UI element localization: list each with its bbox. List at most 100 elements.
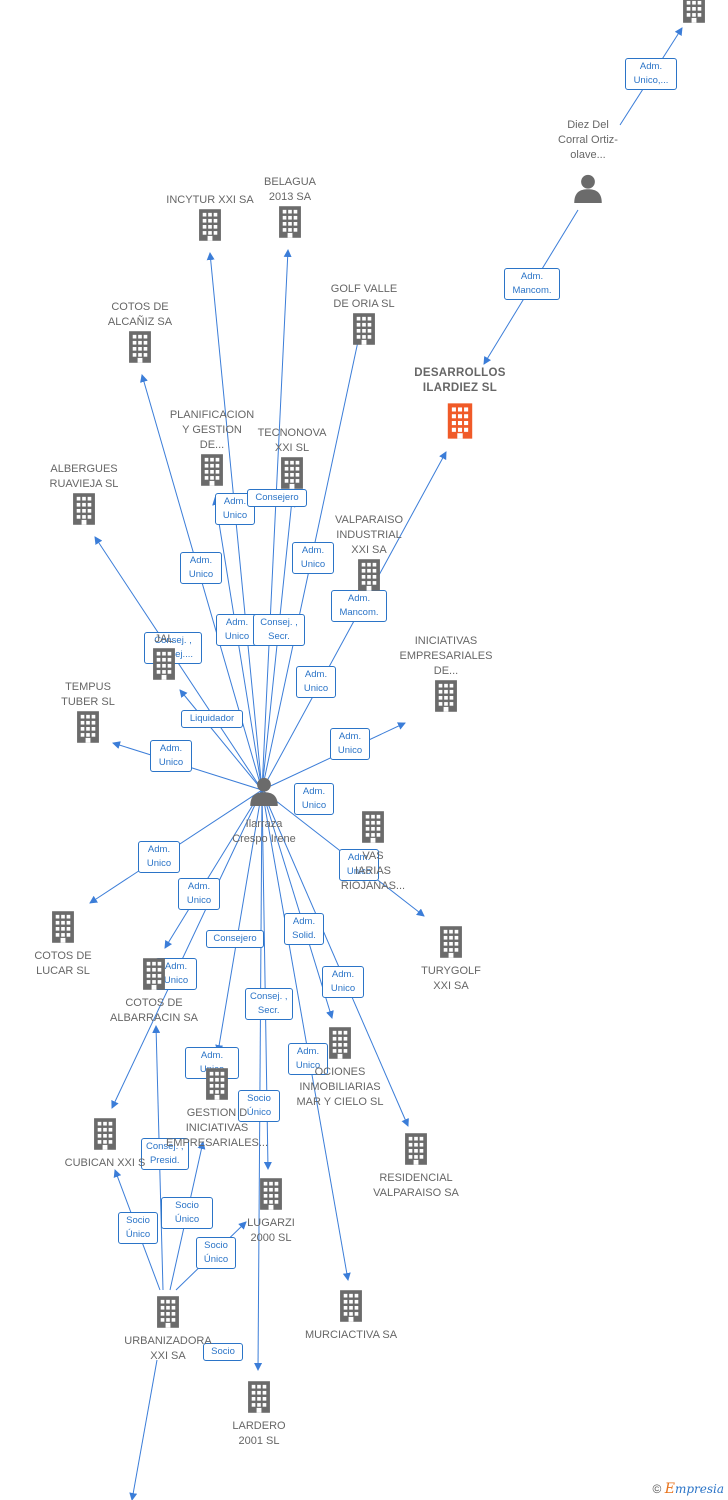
relationship-link xyxy=(179,689,263,791)
company-name: URBANIZADORA XXI SA xyxy=(124,1335,212,1362)
building-icon xyxy=(84,957,224,996)
company-node-valparaiso[interactable]: VALPARAISO INDUSTRIAL XXI SA xyxy=(299,513,439,597)
company-node-top[interactable] xyxy=(624,0,728,29)
building-icon xyxy=(98,1295,238,1334)
role-label[interactable]: Adm. Unico xyxy=(330,728,370,760)
building-icon xyxy=(376,679,516,718)
company-node-cotosalcaniz[interactable]: COTOS DE ALCAÑIZ SA xyxy=(70,300,210,369)
building-icon xyxy=(294,312,434,351)
empresia-logo[interactable]: © Empresia xyxy=(653,1481,724,1497)
company-name: PLANIFICACION Y GESTION DE... xyxy=(169,409,255,451)
company-node-iniciativas[interactable]: INICIATIVAS EMPRESARIALES DE... xyxy=(376,634,516,718)
company-name: VAS IARIAS RIOJANAS... xyxy=(340,850,406,892)
focus-company-node[interactable]: DESARROLLOS ILARDIEZ SL xyxy=(390,366,530,445)
company-node-incytur[interactable]: INCYTUR XXI SA xyxy=(140,193,280,247)
building-icon xyxy=(270,1026,410,1065)
company-node-turygolf[interactable]: TURYGOLF XXI SA xyxy=(381,925,521,994)
company-node-tecnonova[interactable]: TECNONOVA XXI SL xyxy=(222,426,362,495)
company-node-planificacion[interactable]: PLANIFICACION Y GESTION DE... xyxy=(142,408,282,492)
company-name: GOLF VALLE DE ORIA SL xyxy=(330,283,398,310)
building-icon xyxy=(140,208,280,247)
company-node-riojanas[interactable]: VAS IARIAS RIOJANAS... xyxy=(303,810,443,894)
company-name: RESIDENCIAL VALPARAISO SA xyxy=(373,1172,459,1199)
person-icon xyxy=(518,173,658,208)
building-icon xyxy=(220,205,360,244)
building-icon xyxy=(222,456,362,495)
relationship-link xyxy=(261,789,334,1019)
role-label[interactable]: Consej. , Presid. xyxy=(141,1138,189,1170)
role-label[interactable]: Socio Único xyxy=(118,1212,158,1244)
role-label[interactable]: Socio Único xyxy=(161,1197,213,1229)
role-label[interactable]: Adm. Unico xyxy=(292,542,334,574)
role-label[interactable]: Liquidador xyxy=(181,710,243,728)
company-name: JAL xyxy=(154,633,174,645)
role-label[interactable]: Adm. Unico xyxy=(150,740,192,772)
role-label[interactable]: Adm. Unico xyxy=(288,1043,328,1075)
company-name: COTOS DE ALCAÑIZ SA xyxy=(107,301,173,328)
relationship-link xyxy=(261,789,409,1127)
role-label[interactable]: Adm. Unico xyxy=(294,783,334,815)
role-label[interactable]: Socio Único xyxy=(196,1237,236,1269)
role-label[interactable]: Socio xyxy=(203,1343,243,1361)
company-name: CUBICAN XXI S xyxy=(64,1157,146,1169)
role-label[interactable]: Consejero xyxy=(247,489,307,507)
role-label[interactable]: Consejero xyxy=(206,930,264,948)
company-name: TEMPUS TUBER SL xyxy=(61,681,115,708)
company-node-albergues[interactable]: ALBERGUES RUAVIEJA SL xyxy=(14,462,154,531)
role-label[interactable]: Adm. Unico xyxy=(296,666,336,698)
copyright-symbol: © xyxy=(652,1482,662,1496)
role-label[interactable]: Adm. Unico xyxy=(339,849,379,881)
company-name: MURCIACTIVA SA xyxy=(304,1329,398,1341)
company-name: INCYTUR XXI SA xyxy=(166,194,254,206)
building-icon xyxy=(70,330,210,369)
center-person-node[interactable]: Ilarraza Crespo Irene xyxy=(194,776,334,847)
role-label[interactable]: Adm. Mancom. xyxy=(331,590,387,622)
company-name: LUGARZI 2000 SL xyxy=(247,1217,295,1244)
company-node-gestion[interactable]: GESTION D INICIATIVAS EMPRESARIALES... xyxy=(147,1067,287,1151)
building-icon xyxy=(18,710,158,749)
person-icon xyxy=(194,776,334,811)
company-node-urbanizadora[interactable]: URBANIZADORA XXI SA xyxy=(98,1295,238,1364)
company-node-tempus[interactable]: TEMPUS TUBER SL xyxy=(18,680,158,749)
company-node-promociones[interactable]: OCIONES INMOBILIARIAS MAR Y CIELO SL xyxy=(270,1026,410,1110)
company-name: VALPARAISO INDUSTRIAL XXI SA xyxy=(334,514,404,556)
company-node-lugarzi[interactable]: LUGARZI 2000 SL xyxy=(201,1177,341,1246)
company-node-cotosalbarracin[interactable]: COTOS DE ALBARRACIN SA xyxy=(84,957,224,1026)
company-node-cubican[interactable]: CUBICAN XXI S xyxy=(35,1117,175,1171)
relationship-link xyxy=(261,789,351,1281)
relationship-link xyxy=(254,789,263,1371)
company-node-cotoslucar[interactable]: COTOS DE LUCAR SL xyxy=(0,910,133,979)
company-node-residencial[interactable]: RESIDENCIAL VALPARAISO SA xyxy=(346,1132,486,1201)
role-label[interactable]: Socio Único xyxy=(238,1090,280,1122)
company-node-murciactiva[interactable]: MURCIACTIVA SA xyxy=(281,1289,421,1343)
role-label[interactable]: Adm. Mancom. xyxy=(504,268,560,300)
relationship-link xyxy=(111,789,263,1109)
role-label[interactable]: Consej. , Secr. xyxy=(245,988,293,1020)
role-label[interactable]: Consej. , Secr. xyxy=(253,614,305,646)
role-label[interactable]: Adm. Unico xyxy=(178,878,220,910)
company-node-jal[interactable]: JAL xyxy=(94,632,234,686)
company-name: COTOS DE LUCAR SL xyxy=(34,950,92,977)
role-label[interactable]: Adm. Solid. xyxy=(284,913,324,945)
focus-company-name: DESARROLLOS ILARDIEZ SL xyxy=(414,367,506,394)
role-label[interactable]: Adm. Unico,... xyxy=(625,58,677,90)
building-icon xyxy=(281,1289,421,1328)
building-icon xyxy=(94,647,234,686)
company-node-belagua[interactable]: BELAGUA 2013 SA xyxy=(220,175,360,244)
building-icon xyxy=(35,1117,175,1156)
building-icon xyxy=(303,810,443,849)
company-node-lardero[interactable]: LARDERO 2001 SL xyxy=(189,1380,329,1449)
building-icon xyxy=(201,1177,341,1216)
person-name: Ilarraza Crespo Irene xyxy=(232,818,296,845)
company-node-golfvalle[interactable]: GOLF VALLE DE ORIA SL xyxy=(294,282,434,351)
role-label[interactable]: Adm. Unico xyxy=(138,841,180,873)
building-icon xyxy=(624,0,728,29)
company-name: BELAGUA 2013 SA xyxy=(264,176,316,203)
building-icon xyxy=(390,402,530,445)
role-label[interactable]: Adm. Unico xyxy=(322,966,364,998)
top-person-node[interactable]: Diez Del Corral Ortiz- olave... xyxy=(518,118,658,208)
company-name: GESTION D INICIATIVAS EMPRESARIALES... xyxy=(165,1107,269,1149)
person-name: Diez Del Corral Ortiz- olave... xyxy=(558,119,618,161)
building-icon xyxy=(147,1067,287,1106)
role-label[interactable]: Adm. Unico xyxy=(180,552,222,584)
